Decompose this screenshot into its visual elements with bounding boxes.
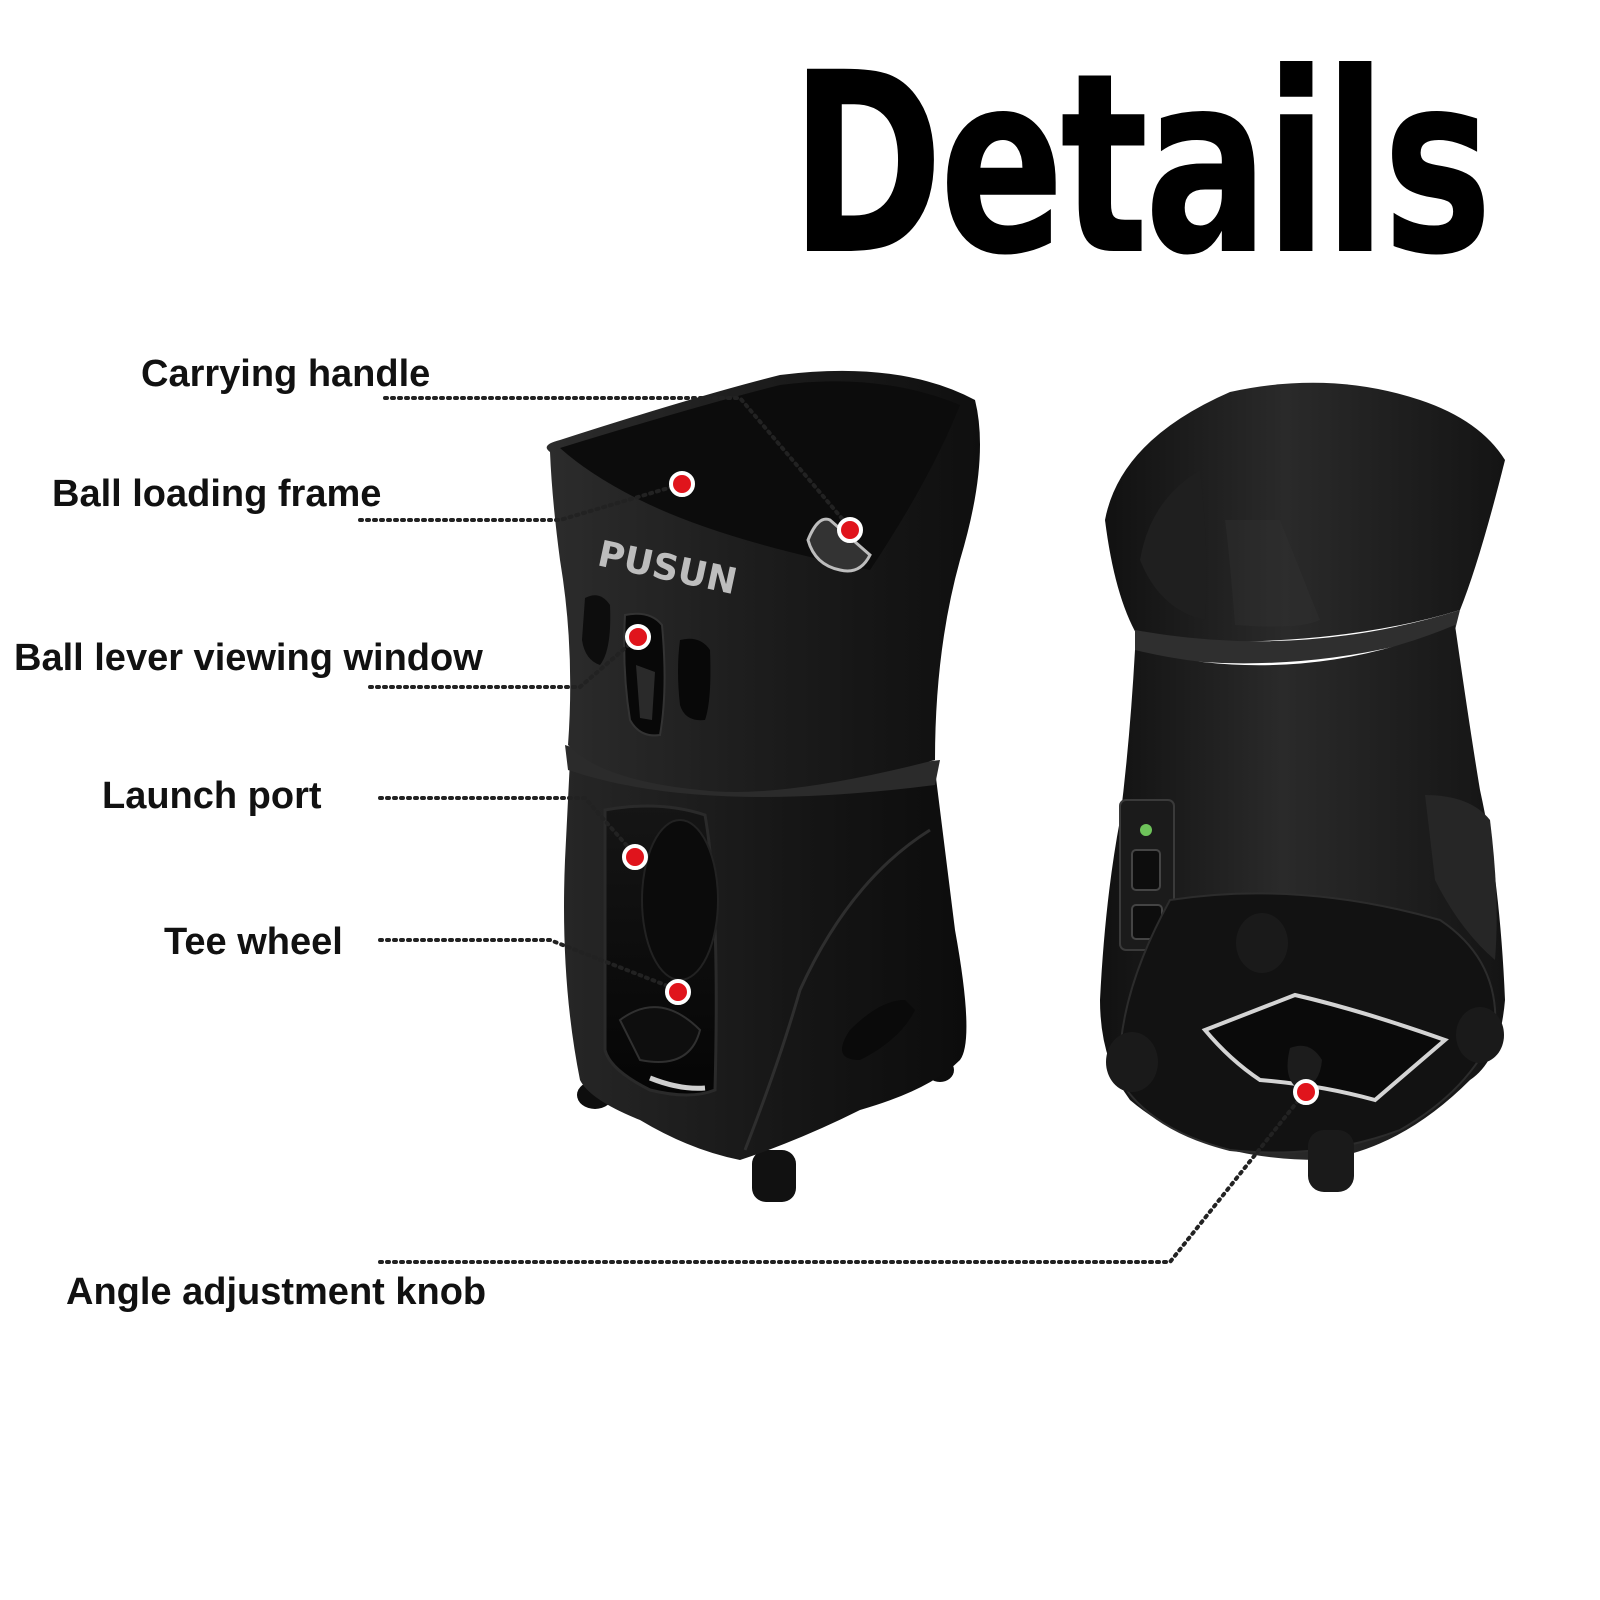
rear-power-indicator	[1140, 824, 1152, 836]
rear-top-panel-left	[1140, 470, 1207, 620]
label-launch-port: Launch port	[102, 775, 322, 817]
leader-launch-port	[378, 796, 637, 857]
rear-top-panel-right	[1225, 520, 1320, 627]
leader-tee-wheel	[378, 938, 680, 992]
rear-right-side-recess	[1425, 795, 1497, 960]
rear-foot-4	[1308, 1130, 1354, 1192]
leader-ball-loading-frame	[358, 482, 684, 522]
rear-angle-bracket	[1201, 992, 1449, 1103]
front-tee-wheel	[641, 819, 719, 981]
marker-launch-port	[622, 844, 648, 870]
front-base-grip-recess	[842, 1000, 915, 1060]
label-ball-lever-viewing-window: Ball lever viewing window	[14, 637, 483, 679]
label-tee-wheel: Tee wheel	[164, 921, 343, 963]
rear-power-switch	[1131, 849, 1161, 891]
marker-tee-wheel	[665, 979, 691, 1005]
front-foot-right	[752, 1150, 796, 1202]
callout-markers	[622, 471, 1319, 1105]
front-base-slot	[649, 1075, 706, 1091]
front-view-machine: PUSUN	[546, 370, 980, 1202]
label-angle-adjustment-knob: Angle adjustment knob	[66, 1271, 487, 1313]
marker-ball-loading-frame	[669, 471, 695, 497]
marker-carrying-handle	[837, 517, 863, 543]
label-ball-loading-frame: Ball loading frame	[52, 473, 382, 515]
leader-angle-adjustment-knob	[378, 1090, 1307, 1264]
rear-foot-1	[1236, 913, 1288, 973]
leader-carrying-handle	[383, 396, 852, 530]
front-tee-wheel-rim	[618, 1006, 702, 1063]
rear-foot-2	[1106, 1032, 1158, 1092]
front-carrying-handle	[806, 517, 872, 573]
rear-seam-band	[1135, 610, 1460, 664]
front-window-right	[678, 638, 711, 721]
marker-ball-lever-viewing-window	[625, 624, 651, 650]
rear-angle-knob	[1287, 1045, 1322, 1090]
rear-foot-3	[1456, 1007, 1504, 1063]
marker-angle-adjustment-knob	[1293, 1079, 1319, 1105]
front-base-side-contour	[743, 828, 931, 1151]
callout-leader-lines	[358, 396, 1307, 1264]
leader-ball-lever-viewing-window	[368, 635, 640, 689]
front-ball-lever	[636, 665, 655, 720]
front-window-left	[582, 595, 611, 665]
label-carrying-handle: Carrying handle	[141, 353, 431, 395]
rear-view-machine	[1100, 382, 1505, 1192]
